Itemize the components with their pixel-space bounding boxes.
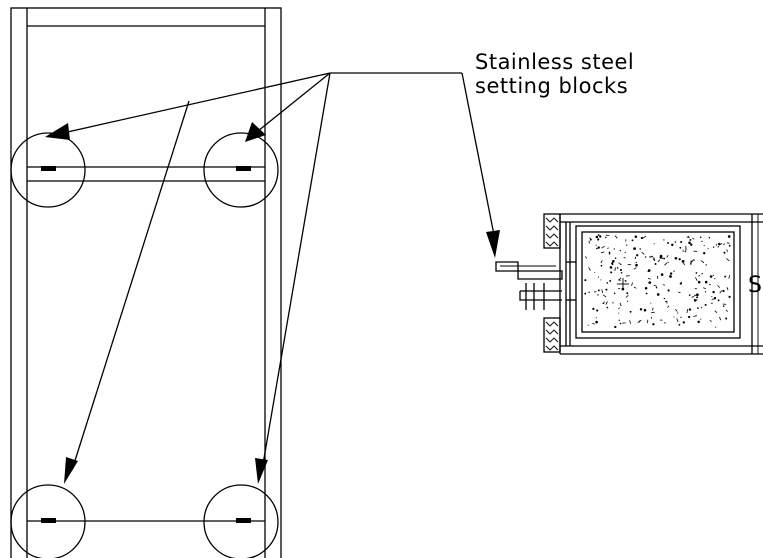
arrowhead-bottom-left <box>64 457 78 484</box>
arrowhead-top-left <box>45 123 70 140</box>
detail-circle-bottom-left <box>10 484 86 558</box>
detail-circle-top-left <box>10 132 86 208</box>
center-mark <box>617 278 629 290</box>
setting-block <box>41 518 56 523</box>
setting-block <box>41 166 56 171</box>
insulation-speckle <box>584 234 731 329</box>
arrowhead-top-right <box>245 122 266 142</box>
callout-label-line1: Stainless steel <box>475 50 634 74</box>
lower-gasket <box>543 317 561 353</box>
section-edge-glyph: S <box>748 273 762 298</box>
insulated-infill-panel-inner <box>581 231 735 333</box>
callout-label-line2: setting blocks <box>475 74 628 98</box>
arrowhead-bottom-right <box>255 458 268 484</box>
leader-lines <box>62 72 496 471</box>
leader-top-left <box>62 72 331 134</box>
leader-bottom-right <box>261 72 331 471</box>
stainless-setting-block <box>495 261 563 280</box>
setting-block <box>236 166 251 171</box>
leader-top-right <box>257 72 331 132</box>
frame-outer <box>10 7 282 558</box>
frame-section-detail: S <box>495 213 763 355</box>
leader-to-detail <box>461 72 496 241</box>
setting-block <box>236 518 251 523</box>
insulated-infill-panel-outer <box>575 225 741 339</box>
detail-circle-bottom-right <box>203 484 279 558</box>
arrowhead-detail <box>486 230 500 258</box>
leader-bottom-left <box>71 100 190 471</box>
window-frame-elevation <box>10 7 282 558</box>
arrowheads <box>45 122 500 484</box>
detail-circle-top-right <box>203 132 279 208</box>
upper-gasket <box>543 213 561 249</box>
drainage-fins <box>519 283 562 310</box>
